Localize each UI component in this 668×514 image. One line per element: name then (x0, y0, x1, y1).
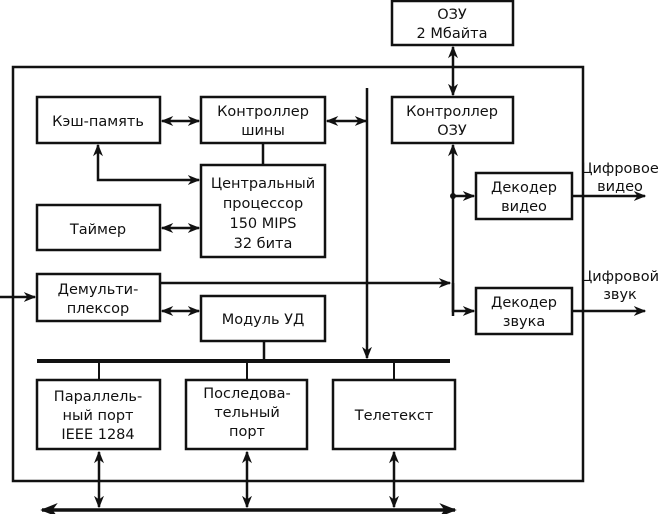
block-label-line: звука (503, 314, 545, 330)
block-label-line: Декодер (491, 295, 557, 311)
output-label-line: звук (603, 287, 637, 303)
block-label-line: ОЗУ (437, 7, 467, 23)
connections (0, 45, 647, 514)
block-label-line: порт (229, 424, 266, 440)
block-label-line: Телетекст (354, 408, 434, 424)
output-label-audio: Цифровой звук (581, 269, 659, 303)
block-label-line: шины (241, 123, 285, 139)
block-label-line: видео (501, 199, 547, 215)
block-teletext: Телетекст (331, 378, 457, 451)
output-label-video: Цифровое видео (581, 161, 659, 195)
block-label-line: ный порт (63, 408, 135, 424)
block-label-line: Последова- (203, 386, 291, 402)
block-label-line: Контроллер (217, 104, 309, 120)
block-parallel-port: Параллель- ный порт IEEE 1284 (35, 378, 162, 451)
block-label-line: Параллель- (54, 389, 142, 405)
block-label-line: Кэш-память (52, 114, 144, 130)
block-label-line: 32 бита (234, 236, 293, 252)
block-label-line: Демульти- (58, 282, 139, 298)
block-cache: Кэш-память (35, 95, 162, 145)
block-label-line: Таймер (69, 222, 126, 238)
output-label-line: Цифровой (581, 269, 659, 285)
wire-cache-cpu (93, 143, 201, 185)
block-remote-module: Модуль УД (199, 294, 327, 343)
block-timer: Таймер (35, 203, 162, 252)
block-ram-controller: Контроллер ОЗУ (390, 95, 515, 145)
block-label-line: Модуль УД (222, 312, 305, 328)
block-label-line: плексор (67, 301, 129, 317)
block-label-line: Декодер (491, 180, 557, 196)
block-label-line: процессор (223, 196, 303, 212)
block-label-line: IEEE 1284 (61, 427, 134, 443)
chip-boundary (11, 65, 585, 483)
block-serial-port: Последова- тельный порт (184, 378, 309, 451)
block-label-line: Контроллер (406, 104, 498, 120)
block-label-line: 2 Мбайта (417, 26, 488, 42)
wire-to-audio-decoder (451, 283, 476, 316)
block-label-line: Центральный (211, 176, 315, 192)
block-video-decoder: Декодер видео (474, 171, 574, 221)
block-label-line: 150 MIPS (229, 216, 296, 232)
block-audio-decoder: Декодер звука (474, 286, 574, 336)
block-demux: Демульти- плексор (35, 272, 162, 323)
block-bus-controller: Контроллер шины (199, 95, 327, 145)
block-label-line: ОЗУ (437, 123, 467, 139)
block-ram: ОЗУ 2 Мбайта (390, 0, 515, 47)
block-cpu: Центральный процессор 150 MIPS 32 бита (199, 163, 327, 259)
output-label-line: Цифровое (581, 161, 659, 177)
output-label-line: видео (597, 179, 643, 195)
block-label-line: тельный (214, 405, 280, 421)
